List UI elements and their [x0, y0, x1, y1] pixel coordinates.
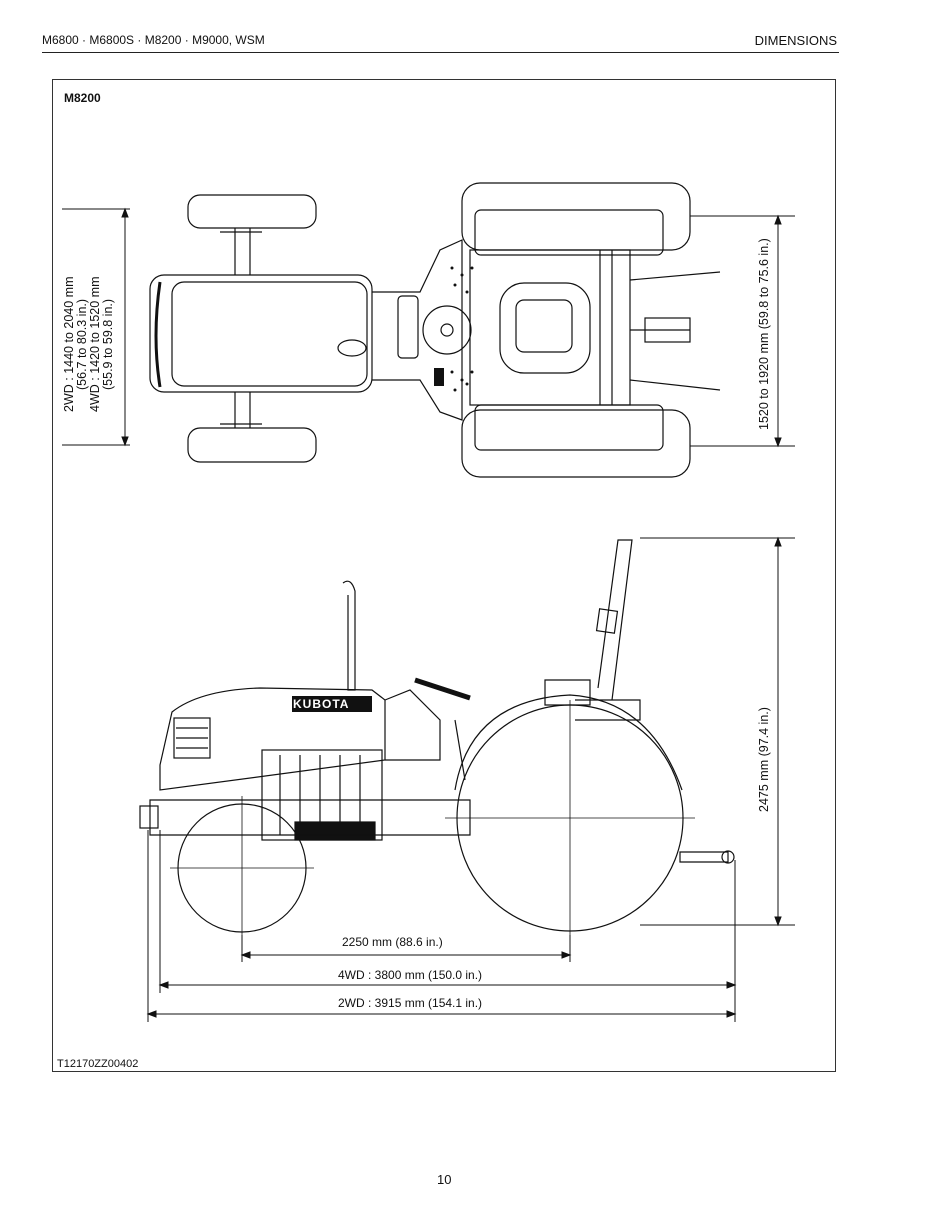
figure-code: T12170ZZ00402 — [57, 1058, 139, 1070]
seat — [499, 282, 591, 374]
kubota-logo: KUBOTA — [293, 697, 350, 711]
header-section-title: DIMENSIONS — [754, 33, 837, 48]
fender-side — [454, 694, 683, 791]
rear-wheel-left — [461, 182, 691, 251]
side-view — [139, 539, 735, 960]
tread-2wd-4wd-label: 2WD : 1440 to 2040 mm (56.7 to 80.3 in.)… — [62, 277, 115, 412]
rear-tread-label: 1520 to 1920 mm (59.8 to 75.6 in.) — [757, 238, 771, 430]
rops — [597, 539, 633, 701]
page-number: 10 — [437, 1172, 452, 1187]
steering-wheel — [422, 305, 472, 355]
front-wheel-right — [187, 427, 317, 463]
figure-frame — [52, 79, 836, 1072]
length-2wd-label: 2WD : 3915 mm (154.1 in.) — [338, 996, 483, 1010]
header-manual-title: M6800 · M6800S · M8200 · M9000, WSM — [42, 33, 265, 47]
overall-height-label: 2475 mm (97.4 in.) — [757, 707, 771, 812]
hood — [149, 274, 373, 393]
tread-4wd-in: (55.9 to 59.8 in.) — [101, 298, 115, 390]
front-wheel-left — [187, 194, 317, 229]
top-view — [149, 182, 721, 478]
rear-wheel-right — [461, 409, 691, 478]
length-4wd-label: 4WD : 3800 mm (150.0 in.) — [338, 968, 483, 982]
header-rule — [42, 52, 839, 53]
wheelbase-label: 2250 mm (88.6 in.) — [342, 935, 443, 949]
figure-model-label: M8200 — [64, 91, 101, 105]
